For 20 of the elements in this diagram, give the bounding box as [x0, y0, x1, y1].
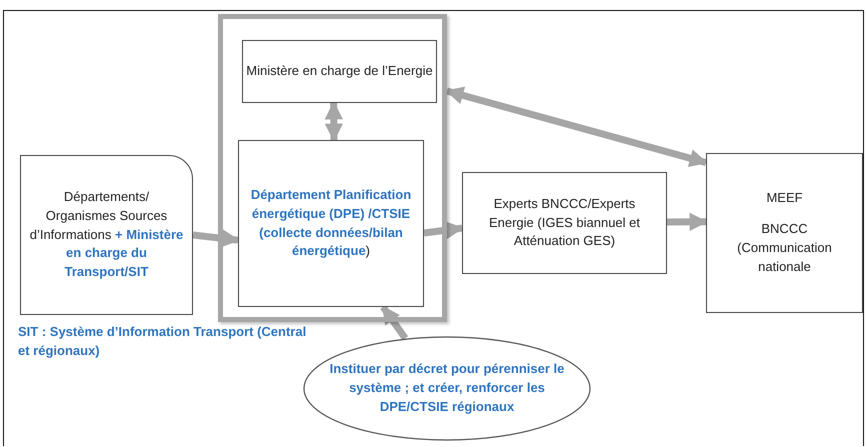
arrow — [192, 229, 240, 248]
source-box — [20, 155, 193, 315]
arrow — [424, 221, 464, 240]
note-text: SIT : Système d’Information Transport (Central et régionaux) — [18, 323, 308, 360]
node-text: Experts BNCCC/Experts Energie (IGES biannuel et Atténuation GES) — [488, 194, 642, 250]
meef-box — [706, 153, 863, 313]
department-box — [238, 140, 424, 307]
node-text: BNCCC (Communication nationale — [736, 220, 833, 276]
arrow — [380, 304, 408, 340]
arrow — [445, 86, 708, 167]
node-text: Départements/ Organismes Sources d’Informations + Ministère en charge du Transport/SIT — [29, 188, 184, 282]
arrow — [666, 212, 708, 231]
node-heading: MEEF — [766, 189, 803, 208]
ministry-box — [242, 40, 437, 103]
node-text: Ministère en charge de l’Energie — [246, 62, 433, 80]
node-text: Instituer par décret pour pérenniser le système ; et créer, renforcer les DPE/CTSIE régionaux — [329, 360, 565, 416]
arrow — [324, 101, 343, 142]
group-frame — [218, 14, 447, 322]
experts-box — [462, 172, 667, 274]
node-text: Département Planification énergétique (DPE) /CTSIE (collecte données/bilan énergétique) — [250, 186, 412, 260]
